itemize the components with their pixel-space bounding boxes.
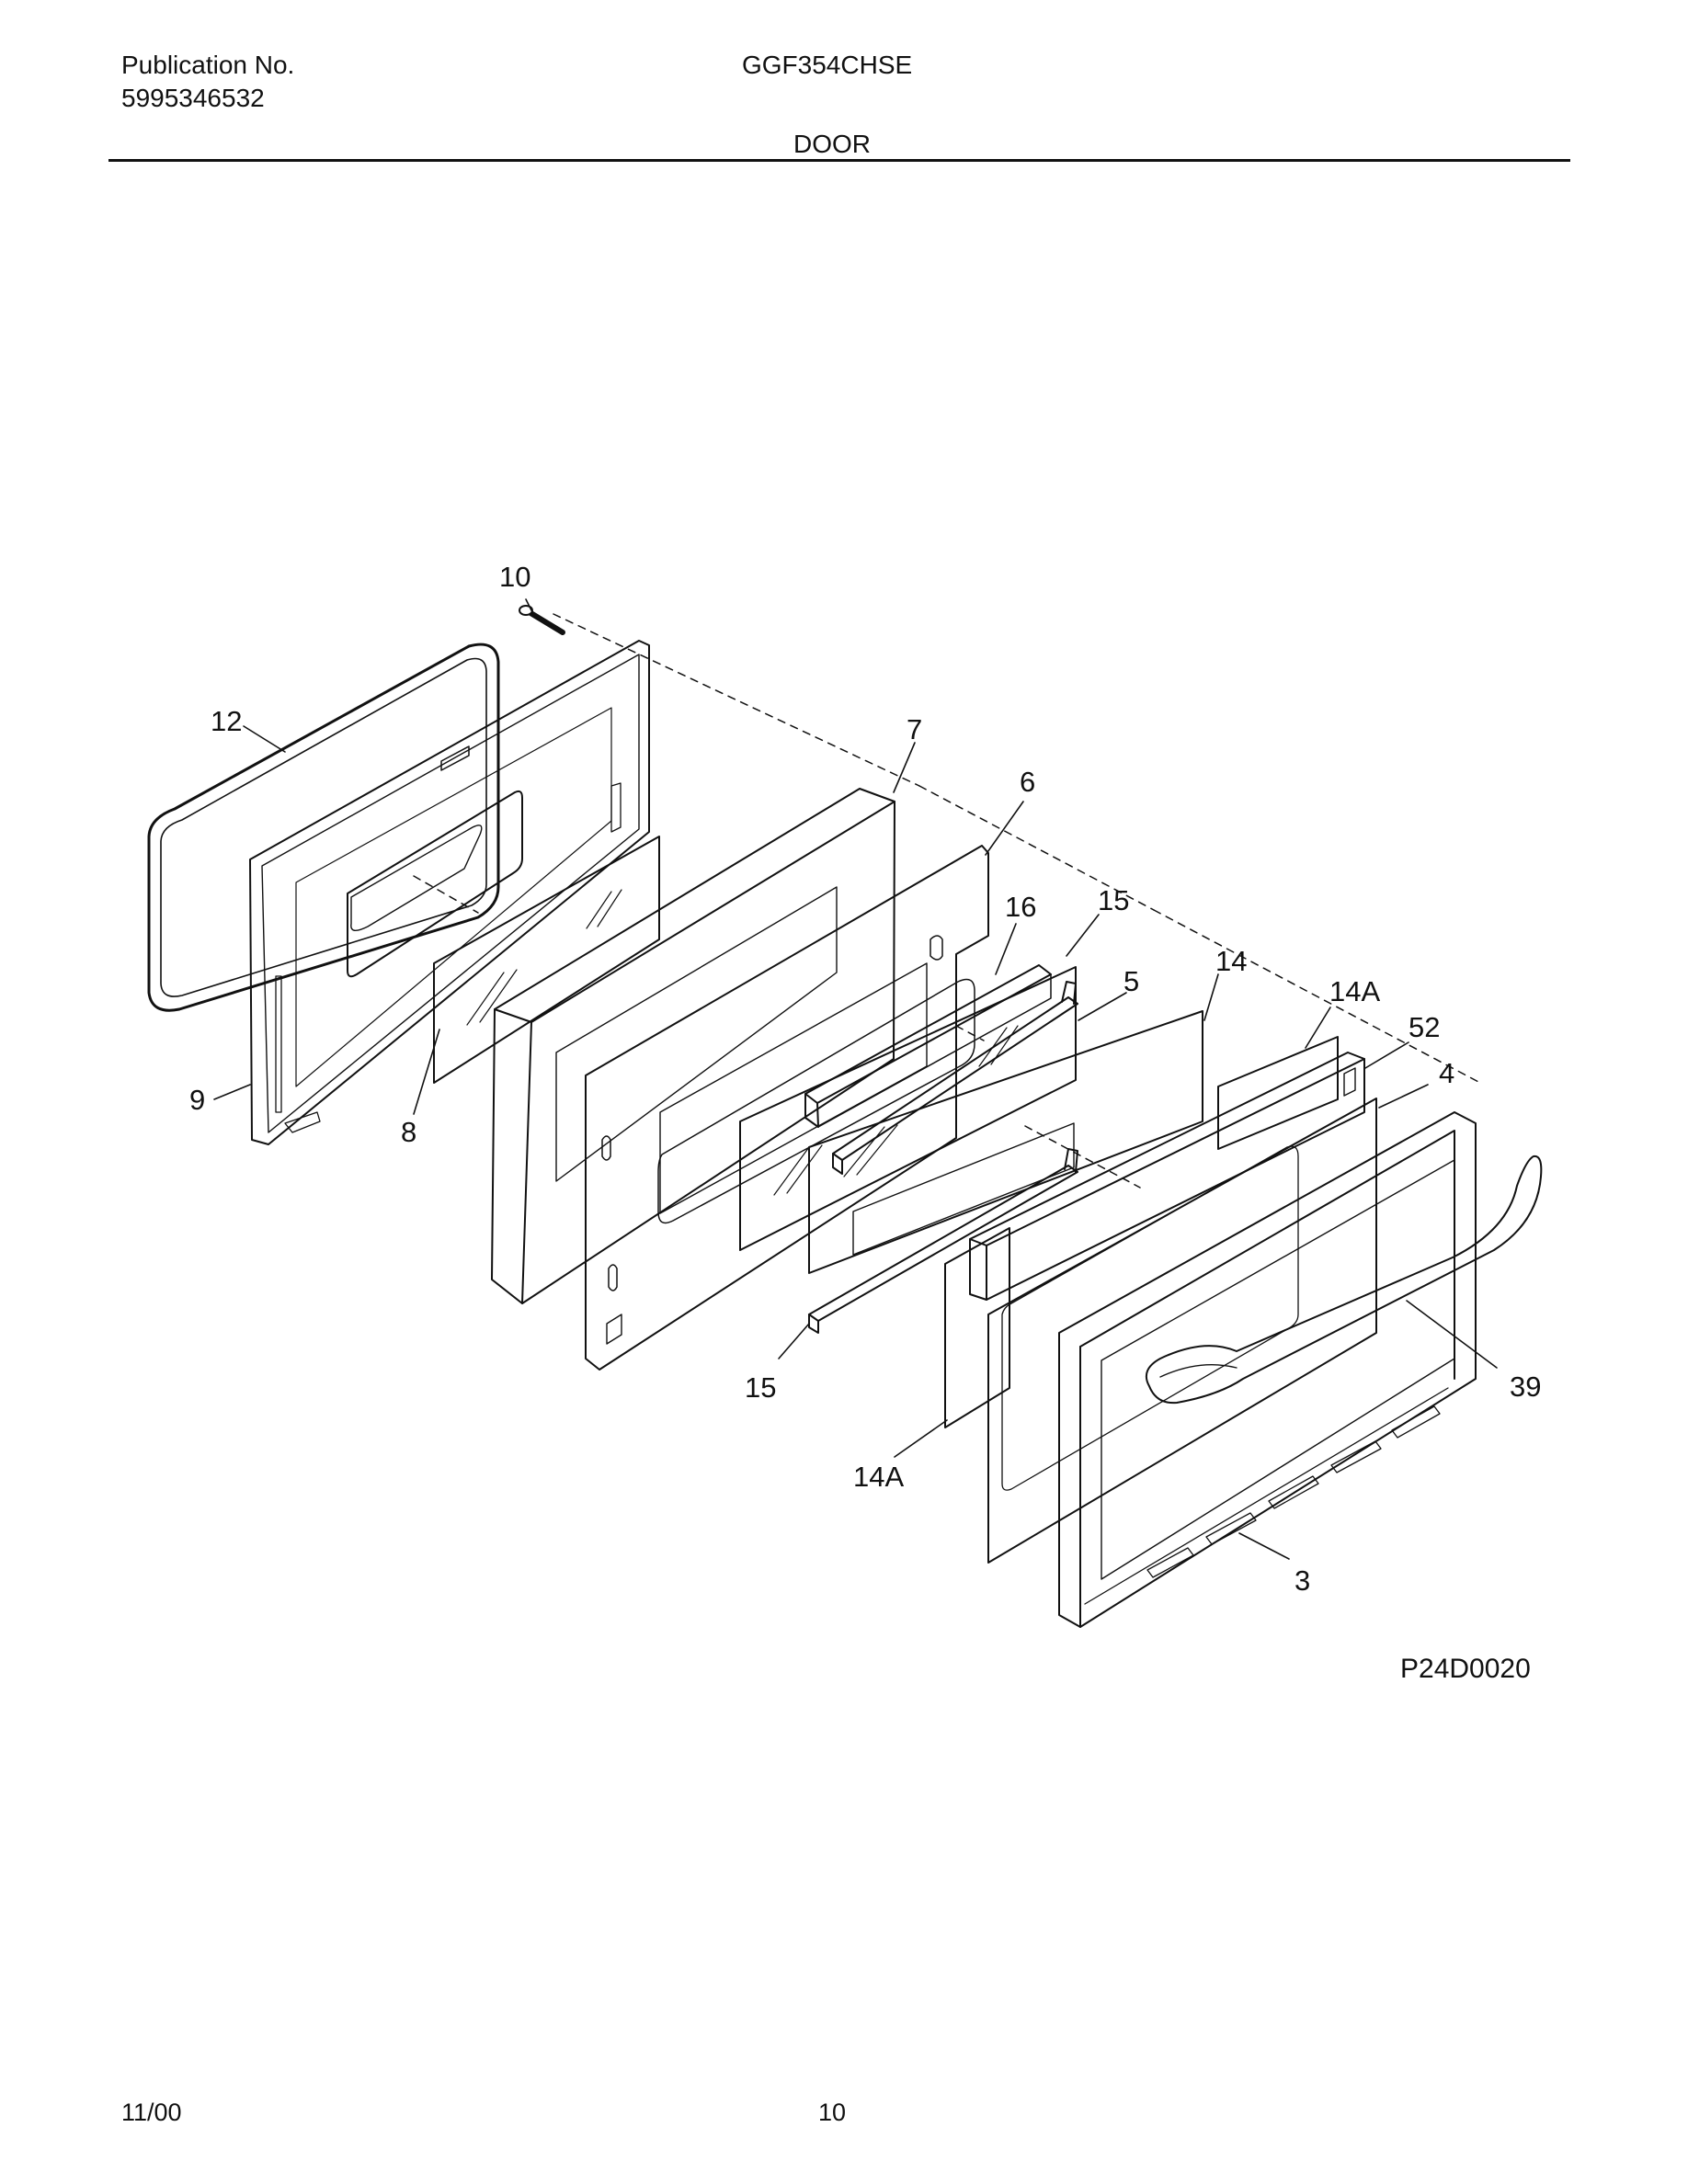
callout-trim-52: 52 bbox=[1409, 1011, 1440, 1043]
gasket-part bbox=[147, 643, 500, 1012]
middle-glass-part bbox=[739, 966, 1077, 1251]
panel-14a-top-part bbox=[1217, 1036, 1339, 1150]
callout-liner: 6 bbox=[1020, 766, 1035, 798]
outer-glass-part bbox=[987, 1098, 1377, 1564]
header-rule bbox=[108, 159, 1570, 162]
callout-panel-14a-top: 14A bbox=[1329, 975, 1380, 1007]
leader-lines bbox=[213, 598, 1498, 1560]
callout-screw: 10 bbox=[499, 561, 530, 593]
handle-part bbox=[1146, 1155, 1543, 1405]
callout-inner-door: 9 bbox=[189, 1084, 205, 1116]
inner-glass-part bbox=[433, 836, 660, 1084]
clip-bracket-bottom-part bbox=[808, 1148, 1078, 1334]
trim-strip-part bbox=[969, 1052, 1365, 1301]
door-frame-part bbox=[1058, 1111, 1477, 1628]
figure-code: P24D0020 bbox=[1400, 1654, 1531, 1684]
panel-14a-bottom-part bbox=[944, 1227, 1010, 1428]
callout-handle: 39 bbox=[1510, 1371, 1541, 1403]
insulation-part bbox=[491, 788, 895, 1304]
callout-inner-glass: 8 bbox=[401, 1116, 416, 1148]
callout-bracket-top: 15 bbox=[1098, 884, 1129, 916]
panel-14-part bbox=[808, 1010, 1203, 1274]
callout-spacer: 16 bbox=[1005, 891, 1036, 923]
callout-outer-glass: 4 bbox=[1439, 1057, 1454, 1089]
inner-door-part bbox=[249, 640, 650, 1145]
callout-door-frame: 3 bbox=[1295, 1564, 1310, 1597]
callout-gasket: 12 bbox=[211, 705, 242, 737]
assembly-dash-lines bbox=[413, 613, 1481, 1189]
callout-panel-14a-bottom: 14A bbox=[853, 1461, 904, 1493]
liner-part bbox=[585, 845, 989, 1371]
screw-part bbox=[519, 605, 565, 635]
page-number: 10 bbox=[818, 2099, 847, 2126]
publication-label: Publication No. bbox=[121, 51, 295, 79]
callout-insulation: 7 bbox=[907, 713, 922, 745]
model-number: GGF354CHSE bbox=[742, 51, 913, 79]
spacer-part bbox=[804, 964, 1052, 1128]
publication-number: 5995346532 bbox=[121, 84, 265, 112]
callout-bracket-bottom: 15 bbox=[745, 1371, 776, 1404]
footer-date: 11/00 bbox=[121, 2099, 182, 2126]
callout-middle-glass: 5 bbox=[1123, 965, 1139, 997]
callout-panel-14: 14 bbox=[1215, 945, 1247, 977]
section-title: DOOR bbox=[793, 130, 871, 158]
callout-labels: 10 12 9 8 7 6 16 15 5 14 14A 52 4 39 15 … bbox=[189, 561, 1541, 1684]
